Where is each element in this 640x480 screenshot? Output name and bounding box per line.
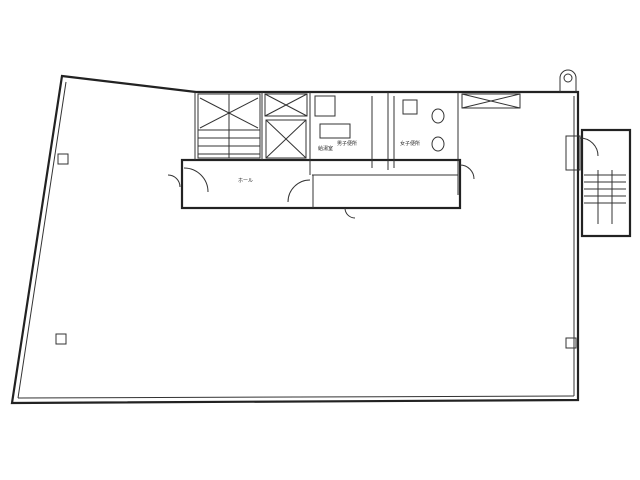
column: [57, 153, 69, 165]
label-kitchenette: 給湯室: [318, 145, 333, 152]
outer-wall: [10, 74, 580, 405]
toilet-fixture: [431, 136, 445, 152]
toilet-fixture: [402, 99, 418, 115]
column: [55, 333, 67, 345]
inner-wall-left: [17, 81, 67, 399]
column: [565, 337, 577, 349]
door: [459, 164, 475, 180]
label-mens-toilet: 男子便所: [337, 140, 357, 147]
shaft: [461, 93, 521, 109]
label-hall: ホール: [238, 178, 253, 184]
toilet-fixture: [431, 108, 445, 124]
door: [183, 167, 209, 193]
sink: [319, 123, 351, 139]
toilet-fixture: [314, 95, 336, 117]
door: [167, 174, 181, 188]
emergency-stair: [565, 128, 632, 238]
door: [344, 207, 356, 219]
stairwell: [197, 93, 261, 159]
door: [287, 179, 311, 203]
core-block: ホール 男子便所 女子便所 給湯室: [167, 92, 475, 219]
elevator: [264, 93, 308, 159]
inner-wall-bottom: [17, 395, 575, 399]
hydrant-symbol: [559, 69, 577, 92]
label-womens-toilet: 女子便所: [400, 140, 420, 147]
